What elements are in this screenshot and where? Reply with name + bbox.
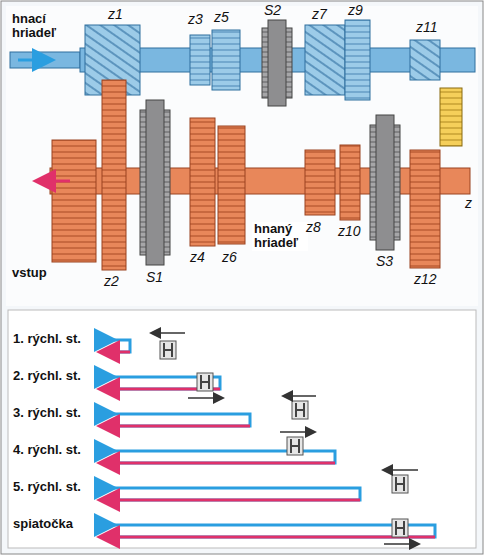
- gear-label: z4: [190, 250, 205, 265]
- gear-label: z6: [222, 250, 237, 265]
- synchronizer-label: S1: [146, 270, 163, 285]
- gear-label: z9: [348, 3, 363, 18]
- gear-stage-label: 1. rýchl. st.: [13, 332, 81, 346]
- gear-stage-label: 5. rýchl. st.: [13, 480, 81, 494]
- gear-label: z8: [306, 220, 321, 235]
- gear-stage-label: 3. rýchl. st.: [13, 406, 81, 420]
- gear-stage-label: 2. rýchl. st.: [13, 369, 81, 383]
- gear-label: z: [465, 196, 472, 211]
- gear-label: z7: [312, 7, 327, 22]
- gear-label: z1: [108, 7, 123, 22]
- gear-label: z10: [338, 224, 361, 239]
- shaft-label: hnací hriadeľ: [12, 12, 74, 41]
- input-label: vstup: [12, 266, 47, 280]
- synchronizer-label: S2: [264, 3, 281, 18]
- gear-stage-label: spiatočka: [13, 517, 73, 531]
- gear-label: z5: [214, 10, 229, 25]
- gear-label: z11: [416, 20, 438, 35]
- gear-label: z12: [414, 272, 437, 287]
- shaft-label: hnaný hriadeľ: [252, 222, 308, 251]
- synchronizer-label: S3: [376, 254, 393, 269]
- gear-stage-label: 4. rýchl. st.: [13, 443, 81, 457]
- gear-label: z2: [104, 274, 119, 289]
- gear-label: z3: [188, 12, 203, 27]
